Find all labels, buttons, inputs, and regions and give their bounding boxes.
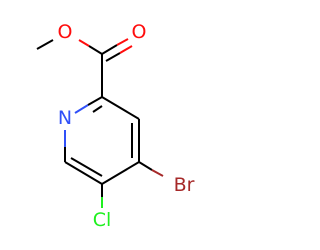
- atom-bromine: Br: [174, 174, 195, 196]
- bond-c4-br: [138, 161, 153, 171]
- molecule-canvas: O O N Br Cl: [36, 21, 195, 231]
- bond-carbonyl-b: [105, 52, 121, 62]
- atom-nitrogen: N: [58, 107, 72, 129]
- bond-c5-c6: [64, 161, 103, 185]
- bond-carbonyl-a2: [116, 38, 129, 46]
- structure-diagram: O O N Br Cl: [36, 21, 195, 231]
- bond-ester-oxygen-carbon-2: [88, 45, 103, 55]
- atom-chlorine: Cl: [93, 209, 112, 231]
- atom-oxygen-ester: O: [58, 21, 73, 43]
- bond-c4-br-2: [151, 169, 164, 177]
- atom-oxygen-carbonyl: O: [132, 21, 147, 43]
- bond-ester-oxygen-carbon: [78, 39, 90, 47]
- bond-methyl-oxygen: [36, 39, 54, 50]
- bond-c4-c5: [101, 161, 140, 185]
- bond-c2-c3: [101, 96, 140, 120]
- bond-carbonyl-b2: [119, 45, 133, 54]
- bond-n-c2-inner: [92, 105, 103, 113]
- bond-n-c2: [74, 104, 89, 114]
- bond-n-c2-2: [87, 96, 103, 106]
- bond-carbonyl-a: [101, 44, 118, 55]
- bond-c5-c6-inner: [70, 157, 103, 177]
